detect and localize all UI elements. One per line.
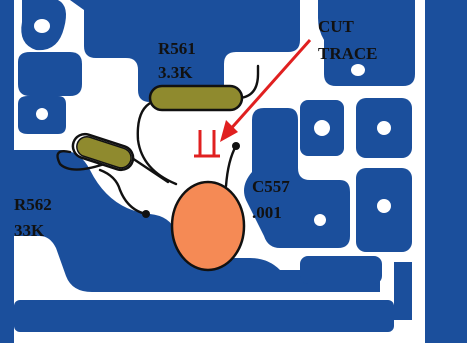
r561-value: 3.3K (158, 63, 193, 82)
solder-point (232, 142, 240, 150)
cut-label-line2: TRACE (318, 44, 378, 63)
cut-label-line1: CUT (318, 17, 355, 36)
solder-point (142, 210, 150, 218)
pad-holes (34, 19, 391, 226)
cut-arrow (220, 39, 312, 142)
c557-name: C557 (252, 177, 290, 196)
c557-value: .001 (252, 203, 282, 222)
r561-name: R561 (158, 39, 196, 58)
resistor-r561 (148, 84, 244, 112)
cut-marker (194, 130, 220, 158)
r562-value: 33K (14, 221, 45, 240)
r562-name: R562 (14, 195, 52, 214)
resistor-r562 (71, 132, 135, 172)
capacitor-c557 (170, 180, 246, 272)
